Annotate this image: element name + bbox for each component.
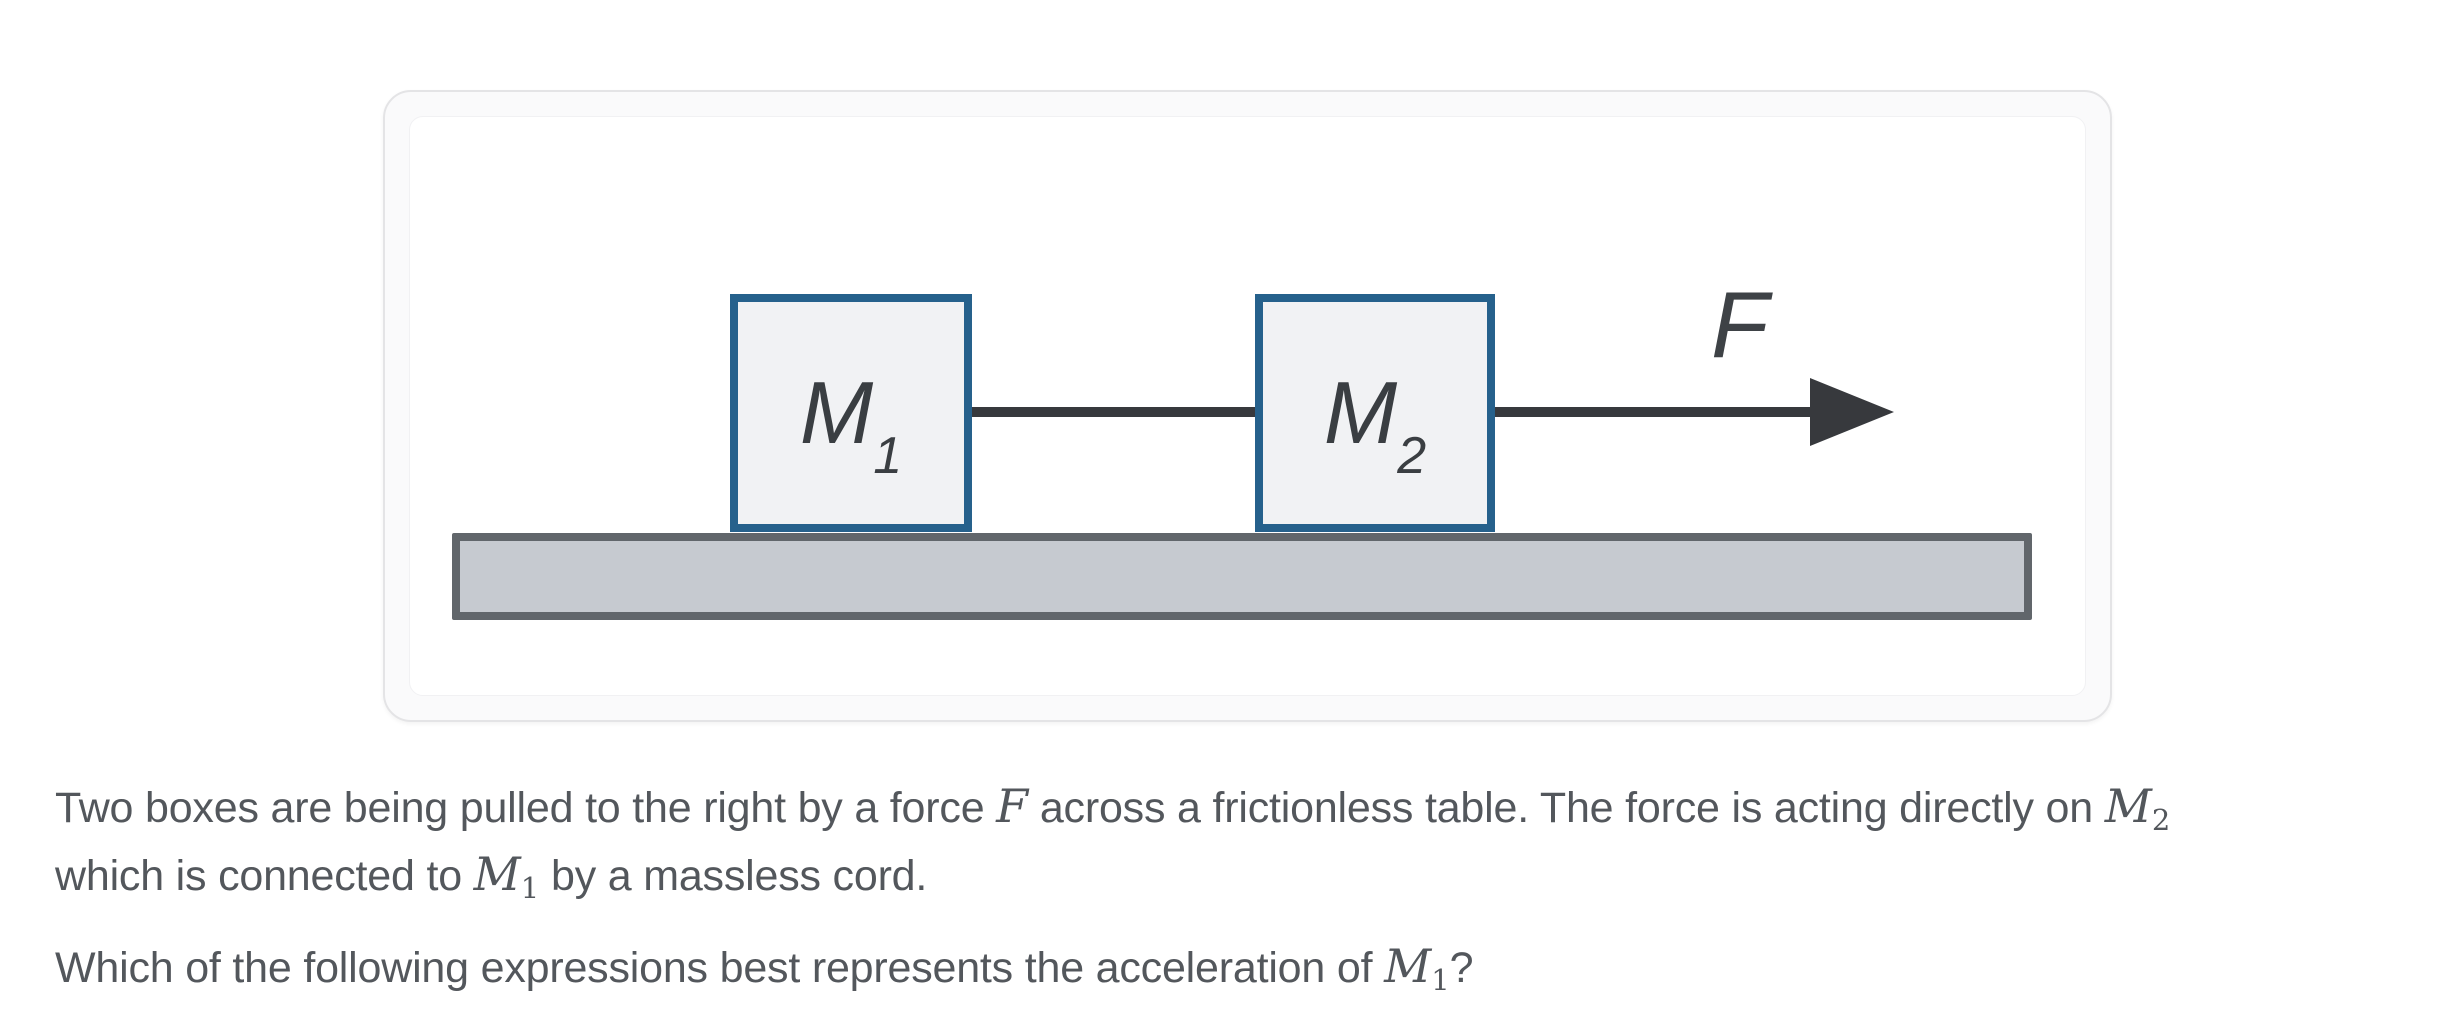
- question-text: Which of the following expressions best …: [55, 939, 1474, 1007]
- mass-box-m2: M2: [1255, 294, 1495, 532]
- math-symbol-M1: M: [1384, 939, 1432, 993]
- math-symbol-M2: M: [2104, 779, 2152, 833]
- diagram-card: M1 M2 F: [383, 90, 2112, 722]
- text-segment: which is connected to: [55, 852, 474, 900]
- mass-box-m1-symbol: M: [799, 363, 874, 462]
- math-subscript-1: 1: [520, 871, 540, 905]
- force-arrow-shaft: [1495, 407, 1820, 417]
- math-subscript-2: 2: [2151, 803, 2171, 837]
- text-segment: Two boxes are being pulled to the right …: [55, 784, 997, 832]
- force-arrow-head-icon: [1810, 378, 1894, 446]
- text-segment: by a massless cord.: [539, 852, 928, 900]
- question-text-line: Which of the following expressions best …: [55, 939, 1474, 1007]
- math-subscript-1: 1: [1431, 963, 1450, 997]
- problem-statement-line1: Two boxes are being pulled to the right …: [55, 779, 2170, 847]
- connecting-cord: [972, 407, 1255, 417]
- text-segment: across a frictionless table. The force i…: [1028, 784, 2105, 832]
- text-segment: ?: [1449, 944, 1474, 992]
- mass-box-m2-symbol: M: [1323, 363, 1398, 462]
- mass-box-m1-label: M1: [800, 369, 902, 483]
- math-symbol-M1: M: [473, 847, 521, 901]
- mass-box-m2-label: M2: [1324, 369, 1426, 483]
- mass-box-m2-subscript: 2: [1397, 427, 1427, 485]
- text-segment: Which of the following expressions best …: [55, 944, 1385, 992]
- problem-statement-line2: which is connected to M1 by a massless c…: [55, 847, 2170, 915]
- table-surface: [452, 533, 2032, 620]
- mass-box-m1: M1: [730, 294, 972, 532]
- force-label: F: [1711, 272, 1769, 377]
- mass-box-m1-subscript: 1: [873, 427, 903, 485]
- problem-statement: Two boxes are being pulled to the right …: [55, 779, 2170, 915]
- math-symbol-F: F: [996, 779, 1029, 833]
